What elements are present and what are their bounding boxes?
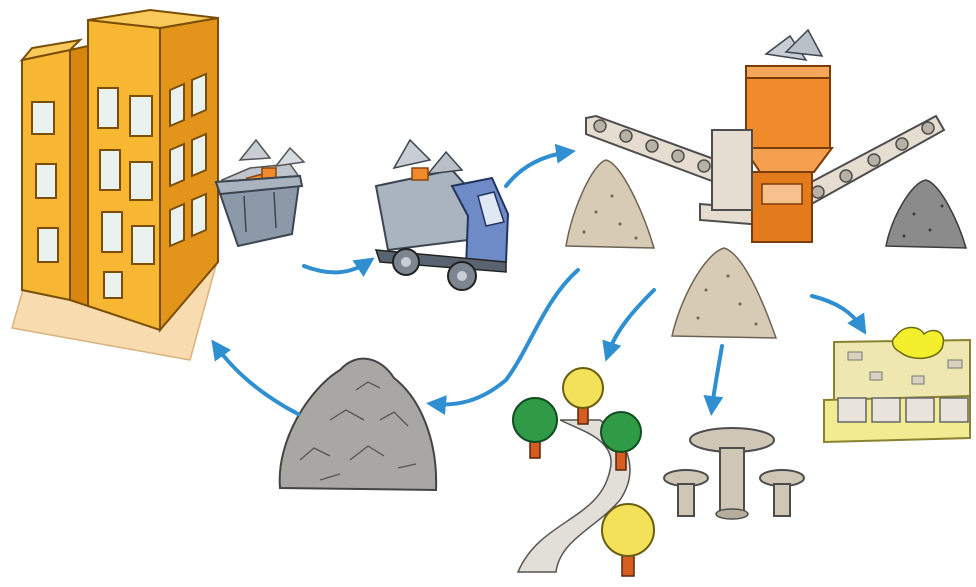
rubble-pile-illustration — [280, 359, 436, 490]
crusher-body — [752, 172, 812, 242]
concrete-table-stools-illustration — [664, 428, 804, 519]
tree-yellow-top — [563, 368, 603, 424]
tree-green-right — [601, 412, 641, 470]
tree-yellow-bottom — [602, 504, 654, 576]
crushing-plant-illustration — [712, 30, 832, 242]
fine-aggregate-pile — [566, 160, 654, 248]
arrow-crusher-to-rubble — [434, 270, 578, 404]
debris-skip-illustration — [216, 140, 304, 246]
sand-pile — [672, 248, 776, 338]
building-illustration — [12, 10, 218, 360]
paving-blocks-illustration — [824, 328, 970, 443]
arrow-crusher-to-park — [608, 290, 654, 354]
arrow-skip-to-truck — [304, 262, 368, 272]
dump-truck-illustration — [376, 140, 508, 290]
tree-green-left — [513, 398, 557, 458]
arrow-rubble-to-building — [216, 346, 298, 414]
arrow-truck-to-crusher — [506, 152, 568, 186]
park-path-illustration — [513, 368, 654, 576]
arrow-crusher-to-paving — [812, 296, 862, 328]
dark-aggregate-pile — [886, 180, 966, 248]
arrow-sand-to-furniture — [712, 346, 722, 408]
